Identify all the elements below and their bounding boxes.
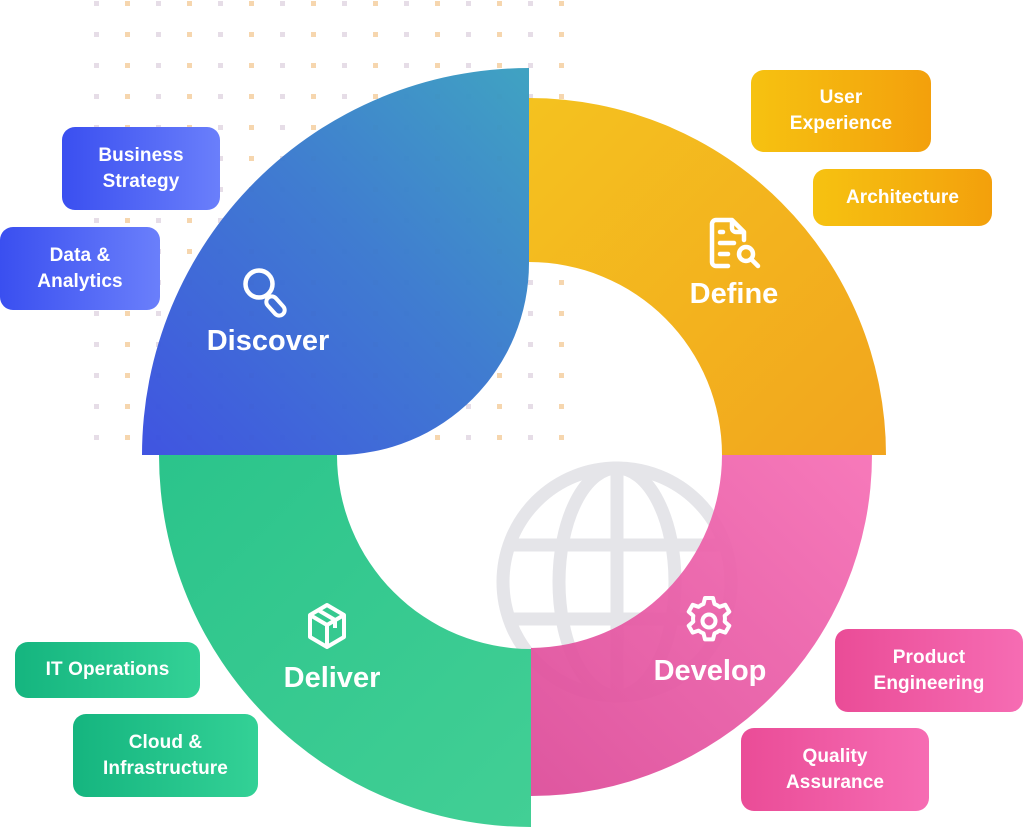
stage-label-develop[interactable]: Develop [653, 655, 767, 687]
service-data-analytics[interactable]: Data & Analytics [0, 227, 160, 310]
stage-label-define[interactable]: Define [689, 278, 779, 310]
stage-label-discover[interactable]: Discover [206, 325, 330, 357]
service-user-experience[interactable]: User Experience [751, 70, 931, 152]
quadrant-define[interactable] [529, 98, 886, 455]
document-search-icon [709, 217, 761, 269]
quadrant-discover[interactable] [142, 68, 529, 455]
package-icon [308, 603, 346, 649]
quadrant-develop[interactable] [531, 455, 872, 796]
service-architecture[interactable]: Architecture [813, 169, 992, 226]
gear-icon [686, 596, 732, 642]
service-quality-assurance[interactable]: Quality Assurance [741, 728, 929, 811]
service-product-engineering[interactable]: Product Engineering [835, 629, 1023, 712]
service-business-strategy[interactable]: Business Strategy [62, 127, 220, 210]
stage-label-deliver[interactable]: Deliver [283, 662, 381, 694]
quadrant-deliver[interactable] [159, 455, 531, 827]
search-icon [243, 268, 287, 318]
service-it-operations[interactable]: IT Operations [15, 642, 200, 698]
service-cloud-infrastructure[interactable]: Cloud & Infrastructure [73, 714, 258, 797]
